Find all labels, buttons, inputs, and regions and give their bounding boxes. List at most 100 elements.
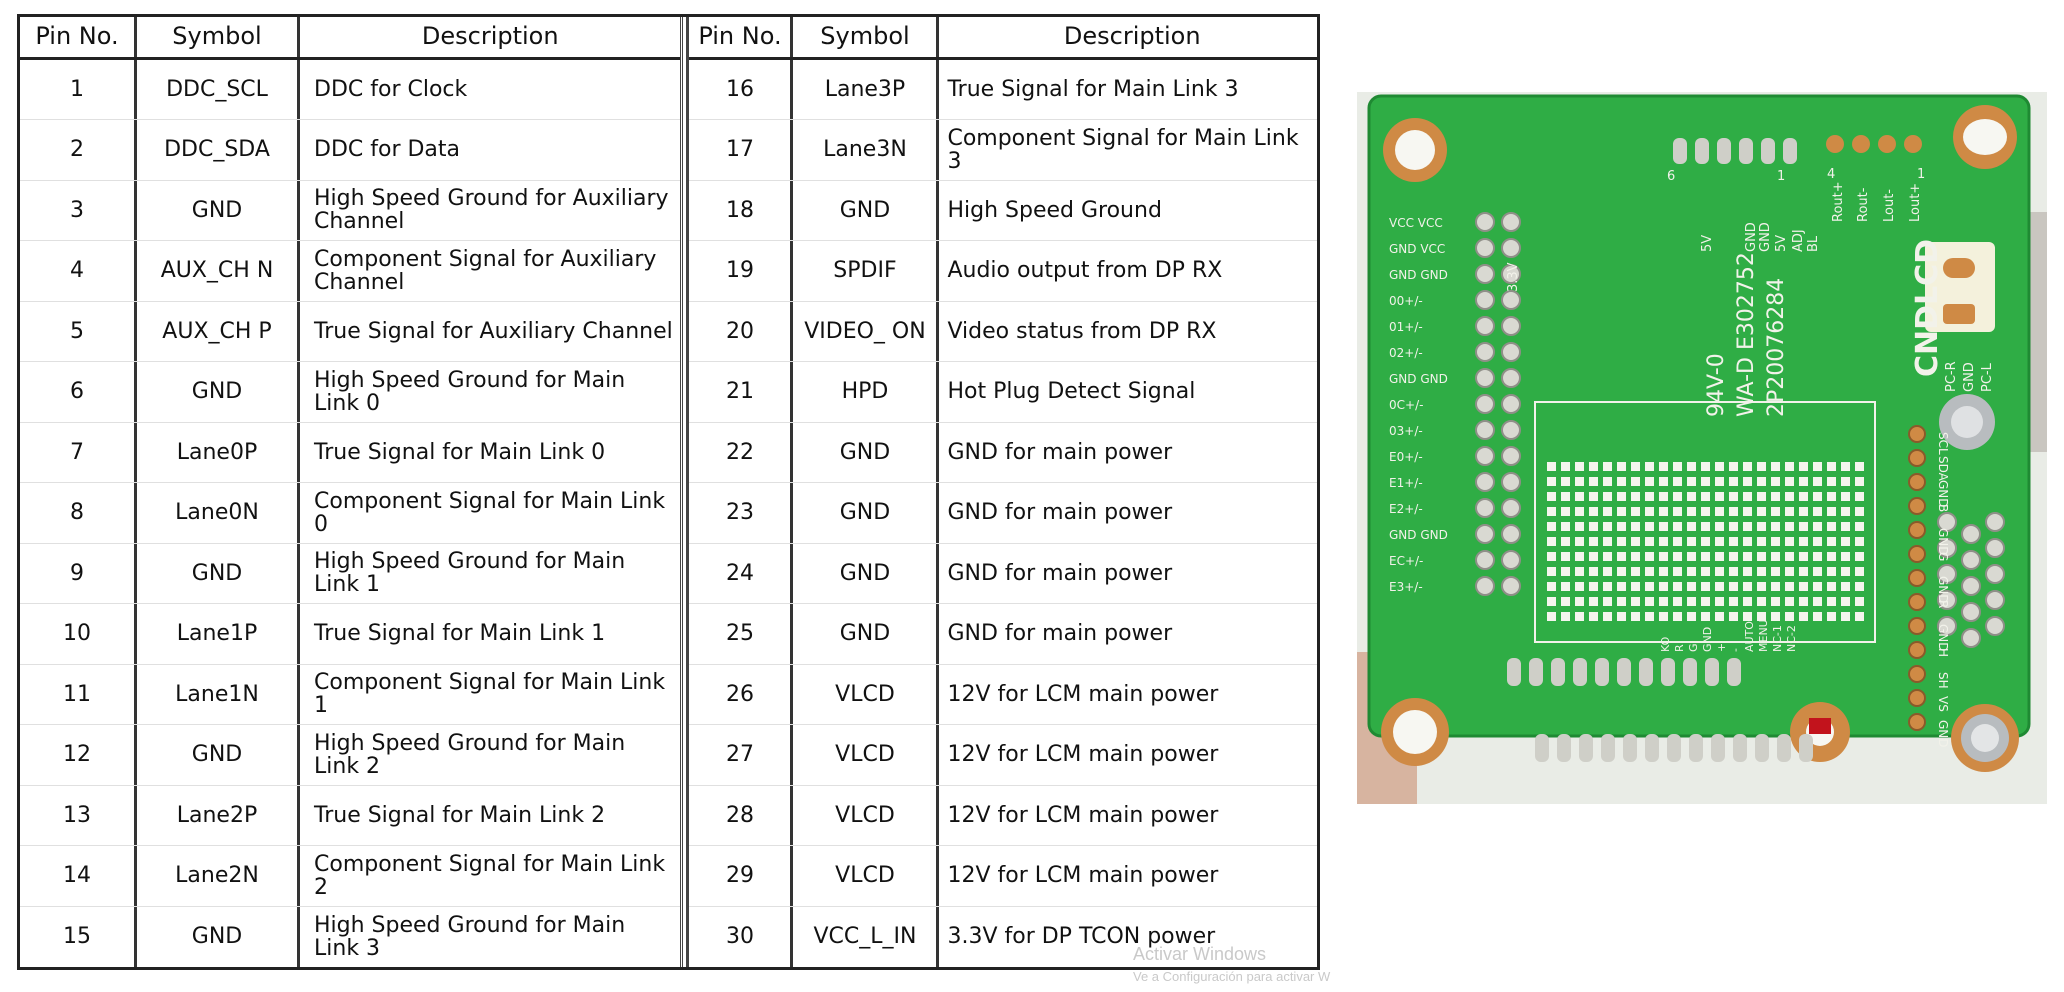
board-grid-pad (1729, 582, 1738, 591)
board-vga-hole (1985, 590, 2005, 610)
board-header-pin (1529, 658, 1543, 686)
symbol-cell: Lane2P (137, 785, 300, 845)
board-label-lout-minus: Lout- (1882, 189, 1897, 222)
board-grid-pad (1645, 507, 1654, 516)
board-vga-hole (1985, 616, 2005, 636)
board-grid-pad (1855, 522, 1864, 531)
board-grid-pad (1855, 477, 1864, 486)
board-grid-pad (1645, 522, 1654, 531)
board-grid-pad (1589, 552, 1598, 561)
board-grid-pad (1771, 522, 1780, 531)
description-cell: GND for main power (947, 439, 1173, 465)
board-grid-pad (1841, 522, 1850, 531)
board-grid-pad (1757, 522, 1766, 531)
board-grid-pad (1561, 462, 1570, 471)
description-cell: High Speed Ground for Auxiliary Channel (314, 186, 669, 235)
board-grid-pad (1645, 612, 1654, 621)
board-grid-pad (1841, 462, 1850, 471)
board-pin-label: SH (1936, 672, 1950, 689)
board-grid-pad (1813, 582, 1822, 591)
pin-number-cell: 3 (20, 180, 137, 240)
board-pin-label: E2+/- (1389, 502, 1423, 516)
board-label-bl: BL (1806, 235, 1821, 252)
board-grid-pad (1855, 552, 1864, 561)
board-grid-pad (1743, 612, 1752, 621)
pin-number-cell: 26 (689, 664, 794, 724)
symbol-cell: GND (793, 180, 940, 240)
board-grid-pad (1617, 552, 1626, 561)
board-grid-pad (1575, 462, 1584, 471)
board-grid-pad (1785, 552, 1794, 561)
description-cell: High Speed Ground for Main Link 2 (314, 730, 626, 779)
board-header-pin (1617, 658, 1631, 686)
board-brand-cndlcd: CNDLCD (1910, 239, 1945, 377)
description-cell: True Signal for Main Link 1 (314, 621, 606, 647)
board-header-pin (1661, 658, 1675, 686)
symbol-cell: Lane0N (137, 483, 300, 543)
board-grid-pad (1575, 537, 1584, 546)
board-vga-hole (1937, 512, 1957, 532)
board-grid-pad (1757, 462, 1766, 471)
board-label-pc-r: PC-R (1944, 361, 1959, 392)
board-pin-hole (1475, 576, 1495, 596)
board-pin-label: KO (1659, 636, 1672, 652)
board-grid-pad (1589, 582, 1598, 591)
board-pin-hole (1501, 264, 1521, 284)
header-symbol: Symbol (137, 17, 300, 57)
board-header-pin (1507, 658, 1521, 686)
board-grid-pad (1547, 567, 1556, 576)
board-grid-pad (1785, 462, 1794, 471)
pin-number-cell: 2 (20, 120, 137, 180)
board-header-pin (1727, 658, 1741, 686)
board-grid-pad (1799, 492, 1808, 501)
board-grid-pad (1687, 492, 1696, 501)
description-cell: Video status from DP RX (947, 318, 1217, 344)
board-grid-pad (1673, 612, 1682, 621)
board-grid-pad (1729, 537, 1738, 546)
board-grid-pad (1687, 582, 1696, 591)
board-grid-pad (1757, 567, 1766, 576)
board-grid-pad (1827, 492, 1836, 501)
description-cell: 12V for LCM main power (947, 742, 1219, 768)
board-pin-hole (1501, 550, 1521, 570)
board-grid-pad (1701, 477, 1710, 486)
board-vga-pad (1908, 665, 1926, 683)
board-lvds-pin (1711, 734, 1725, 762)
description-cell: Hot Plug Detect Signal (947, 379, 1196, 405)
board-grid-pad (1813, 552, 1822, 561)
symbol-cell: GND (137, 362, 300, 422)
board-grid-pad (1827, 507, 1836, 516)
board-grid-pad (1827, 612, 1836, 621)
board-grid-pad (1827, 462, 1836, 471)
board-pin-hole (1475, 524, 1495, 544)
board-grid-pad (1673, 537, 1682, 546)
board-grid-pad (1771, 597, 1780, 606)
board-label-pc-gnd: GND (1962, 362, 1977, 392)
board-grid-pad (1855, 582, 1864, 591)
symbol-cell: Lane2N (137, 846, 300, 906)
board-grid-pad (1673, 522, 1682, 531)
symbol-cell: AUX_CH N (137, 241, 300, 301)
board-grid-pad (1561, 612, 1570, 621)
board-grid-pad (1701, 462, 1710, 471)
description-cell: High Speed Ground for Main Link 0 (314, 367, 626, 416)
board-grid-pad (1743, 582, 1752, 591)
pin-number-cell: 29 (689, 846, 794, 906)
symbol-cell: VCC_L_IN (793, 906, 940, 967)
board-grid-pad (1799, 477, 1808, 486)
board-grid-pad (1589, 537, 1598, 546)
board-grid-pad (1561, 552, 1570, 561)
board-grid-pad (1827, 582, 1836, 591)
board-pin-label: B (1936, 504, 1950, 512)
board-grid-pad (1729, 492, 1738, 501)
board-grid-pad (1813, 537, 1822, 546)
board-grid-pad (1771, 492, 1780, 501)
board-pin-label: SCL (1936, 432, 1950, 455)
board-pin-label: 0C+/- (1389, 398, 1423, 412)
